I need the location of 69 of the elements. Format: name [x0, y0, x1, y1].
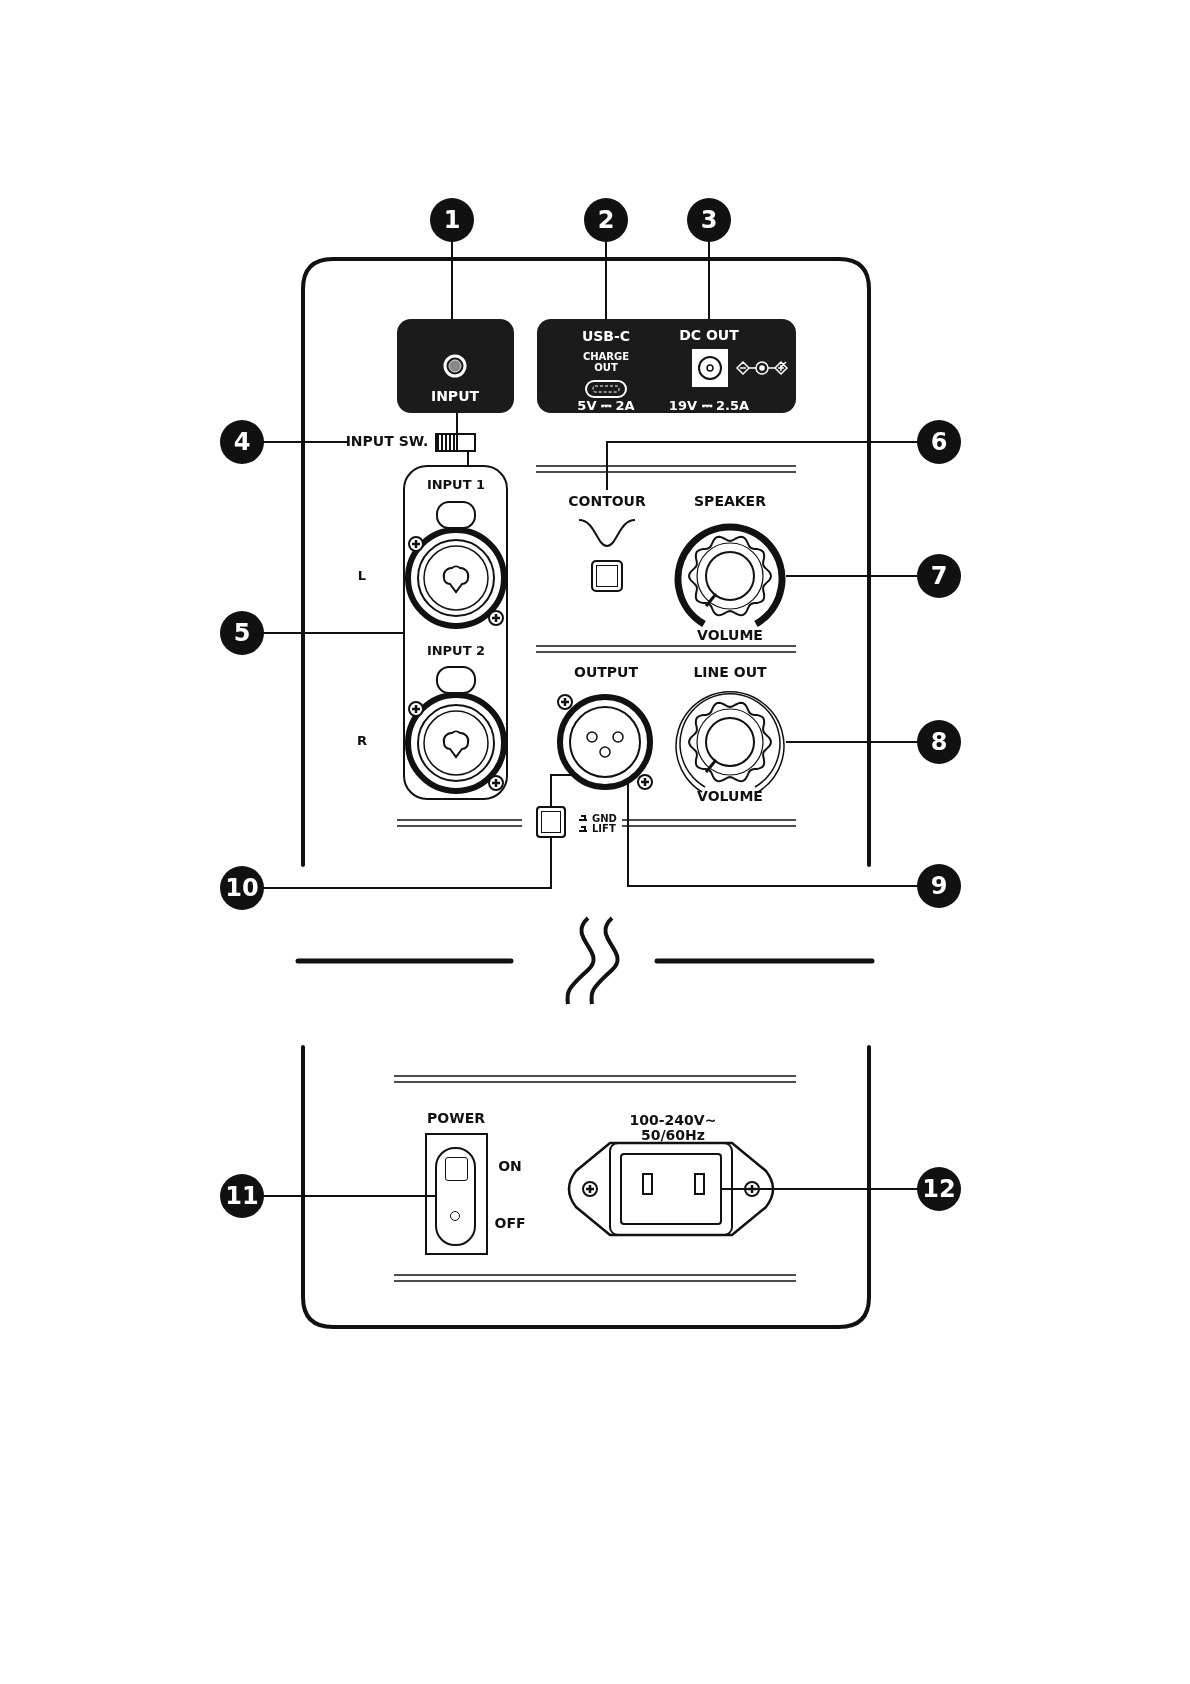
callout-circle — [220, 420, 264, 464]
leader-line — [606, 441, 920, 491]
port-caption: CHARGE OUT — [581, 351, 631, 373]
callout-number: 3 — [700, 206, 718, 234]
leader-line — [627, 780, 920, 887]
callout-number: 6 — [930, 428, 948, 456]
callout-circle — [917, 1167, 961, 1211]
panel-label: R — [357, 733, 367, 749]
panel-label: OUTPUT — [574, 665, 638, 681]
panel-label: ON — [498, 1159, 522, 1175]
jack-label: INPUT 1 — [426, 477, 486, 493]
panel-label: POWER — [427, 1111, 485, 1127]
leader-line — [261, 441, 349, 443]
leader-line — [605, 239, 607, 320]
callout-number: 7 — [930, 562, 948, 590]
leader-line — [261, 1195, 436, 1197]
callout-number: 4 — [233, 428, 251, 456]
rocker-switch — [435, 1147, 476, 1246]
callout-number: 11 — [225, 1182, 259, 1210]
control-label: CONTOUR — [568, 494, 646, 510]
callout-circle — [917, 554, 961, 598]
callout-circle — [917, 720, 961, 764]
panel-label: L — [357, 568, 367, 584]
panel-label: OFF — [494, 1216, 526, 1232]
connecting-line — [467, 451, 469, 466]
connecting-line — [550, 774, 574, 807]
callout-circle — [687, 198, 731, 242]
callout-number: 1 — [443, 206, 461, 234]
leader-line — [261, 837, 552, 889]
callout-number: 2 — [597, 206, 615, 234]
switch-label: INPUT SW. — [345, 434, 429, 450]
panel-label: VOLUME — [697, 789, 763, 805]
panel-label: VOLUME — [697, 628, 763, 644]
port-label: USB-C — [581, 329, 631, 345]
callout-number: 10 — [225, 874, 259, 902]
panel-label: 100-240V~ 50/60Hz — [628, 1112, 718, 1144]
ground-lift-button — [536, 806, 566, 838]
port-label: INPUT — [430, 389, 480, 405]
panel-label: SPEAKER — [694, 494, 766, 510]
port-panel — [397, 319, 514, 413]
leader-line — [785, 741, 920, 743]
panel-label: LINE OUT — [693, 665, 767, 681]
callout-number: 5 — [233, 619, 251, 647]
connecting-line — [456, 412, 458, 434]
leader-line — [785, 575, 920, 577]
callout-circle — [917, 864, 961, 908]
jack-plate — [403, 465, 508, 800]
leader-line — [721, 1188, 920, 1190]
callout-number: 9 — [930, 872, 948, 900]
leader-line — [708, 239, 710, 320]
callout-circle — [430, 198, 474, 242]
callout-number: 12 — [922, 1175, 956, 1203]
port-panel — [537, 319, 796, 413]
callout-circle — [584, 198, 628, 242]
jack-label: INPUT 2 — [426, 643, 486, 659]
power-inlet-socket — [620, 1153, 722, 1225]
callout-number: 8 — [930, 728, 948, 756]
slide-switch — [435, 433, 476, 452]
callout-circle — [917, 420, 961, 464]
port-label: DC OUT — [679, 328, 739, 344]
panel-label: GND — [592, 812, 617, 824]
callout-circle — [220, 1174, 264, 1218]
leader-line — [451, 239, 453, 320]
panel-label: LIFT — [592, 822, 616, 834]
rating-text: 5V ⎓ 2A — [577, 398, 635, 414]
callout-circle — [220, 866, 264, 910]
rating-text: 19V ⎓ 2.5A — [668, 398, 750, 414]
leader-line — [261, 632, 404, 634]
callout-circle — [220, 611, 264, 655]
